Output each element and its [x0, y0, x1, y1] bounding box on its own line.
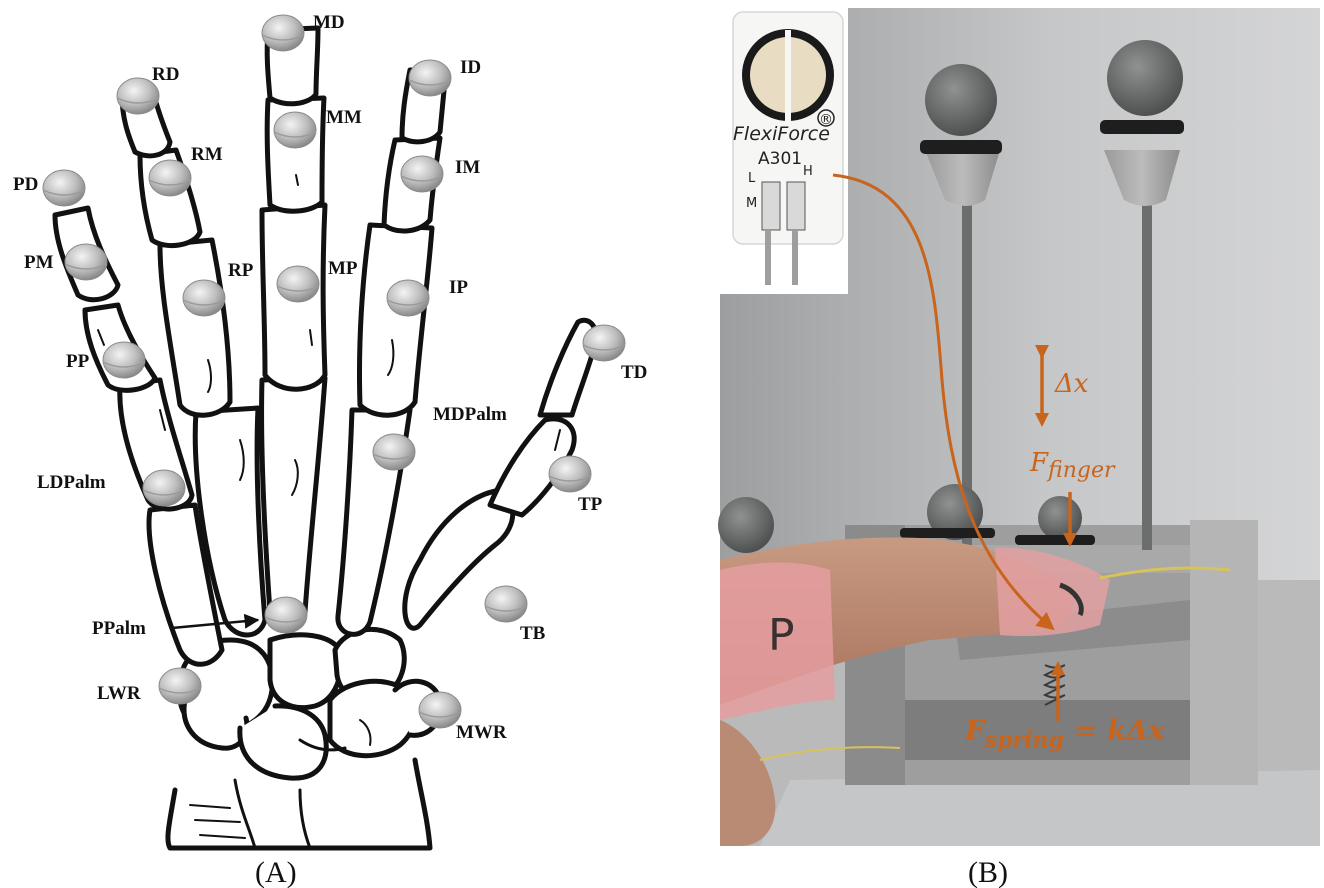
marker-im: IM [401, 156, 480, 192]
marker-label: TD [621, 362, 647, 383]
marker-label: MM [326, 107, 362, 128]
marker-lwr: LWR [97, 668, 201, 704]
marker-td: TD [583, 325, 647, 383]
marker-label: RM [191, 144, 223, 165]
marker-ball [401, 156, 443, 192]
f-spring-rhs: = kΔx [1064, 714, 1165, 747]
marker-label: RP [228, 260, 254, 281]
marker-ball [149, 160, 191, 196]
marker-ball [409, 60, 451, 96]
marker-label: RD [152, 64, 179, 85]
marker-ball [262, 15, 304, 51]
marker-ball [265, 597, 307, 633]
f-spring-subscript: spring [984, 727, 1064, 753]
marker-ball [159, 668, 201, 704]
marker-label: IM [455, 157, 480, 178]
f-finger-subscript: finger [1046, 458, 1116, 483]
sensor-pin-h-label: H [803, 164, 813, 179]
marker-ball [183, 280, 225, 316]
marker-label: PPalm [92, 618, 146, 639]
marker-tb: TB [485, 586, 546, 644]
marker-label: LDPalm [37, 472, 106, 493]
marker-ball [274, 112, 316, 148]
marker-ball [549, 456, 591, 492]
marker-rd: RD [117, 64, 179, 114]
marker-label: IP [449, 277, 468, 298]
marker-label: MDPalm [433, 404, 507, 425]
marker-tp: TP [549, 456, 603, 515]
f-finger-main: F [1029, 448, 1049, 478]
panel-a-caption: (A) [255, 856, 297, 888]
marker-ball [387, 280, 429, 316]
finger-ink-mark: P [768, 610, 795, 661]
panel-b-caption: (B) [968, 856, 1008, 888]
sensor-pin-l-label: L [748, 171, 756, 186]
marker-ball [103, 342, 145, 378]
marker-mwr: MWR [419, 692, 507, 743]
marker-label: TB [520, 623, 546, 644]
sensor-brand-label: FlexiForce [733, 123, 830, 145]
marker-label: PM [24, 252, 54, 273]
hand-skeleton-illustration [55, 28, 596, 848]
marker-label: MWR [456, 722, 507, 743]
marker-label: MD [313, 12, 345, 33]
delta-x-label: Δx [1054, 369, 1089, 399]
marker-label: PP [66, 351, 90, 372]
marker-ball [583, 325, 625, 361]
marker-ball [65, 244, 107, 280]
marker-label: LWR [97, 683, 141, 704]
marker-id: ID [409, 57, 481, 96]
marker-ball [143, 470, 185, 506]
sensor-model-label: A301 [758, 149, 802, 169]
marker-ball [485, 586, 527, 622]
marker-label: MP [328, 258, 358, 279]
marker-ldpalm: LDPalm [37, 470, 185, 506]
marker-ball [277, 266, 319, 302]
marker-label: TP [578, 494, 603, 515]
marker-pd: PD [13, 170, 85, 206]
marker-label: PD [13, 174, 38, 195]
marker-ball [43, 170, 85, 206]
marker-ball [373, 434, 415, 470]
sensor-pin-m-label: M [746, 196, 757, 211]
flexiforce-sensor-inset: ® FlexiForce A301 L H M [720, 8, 848, 294]
f-spring-main: F [964, 714, 987, 747]
force-sensor-apparatus-photo: P ® FlexiForce A301 L H M Δx [718, 8, 1320, 846]
marker-label: ID [460, 57, 481, 78]
marker-ball [419, 692, 461, 728]
